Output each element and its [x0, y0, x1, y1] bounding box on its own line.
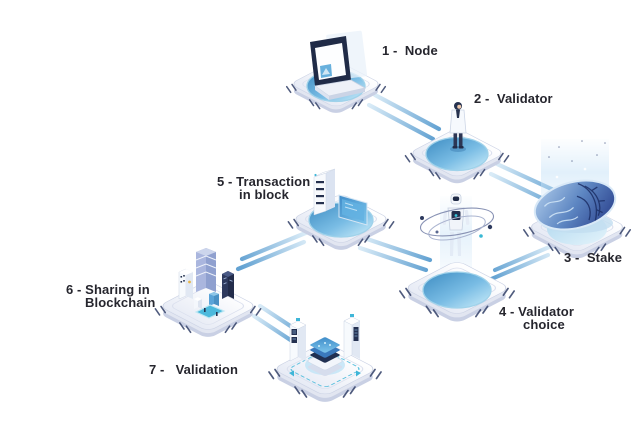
connection-5-6 [235, 229, 311, 272]
connections [235, 92, 561, 346]
node-1-node [285, 30, 387, 116]
laptop-icon [310, 30, 368, 100]
label-node: 1 - Node [382, 43, 438, 58]
connection-5-4 [357, 235, 433, 273]
node-5-transaction-in-block [287, 168, 395, 253]
connection-3-4 [486, 242, 557, 283]
brain-icon [533, 179, 617, 231]
label-stake: 3 - Stake [564, 250, 623, 265]
node-7-validation [268, 314, 382, 406]
node-4-validator-choice [399, 193, 515, 325]
person-icon [449, 102, 467, 152]
light-column [440, 196, 472, 282]
city-icon [178, 248, 234, 319]
orbit-rings [419, 207, 495, 241]
node-2-validator [404, 102, 510, 187]
connection-1-2 [366, 92, 442, 142]
node-6-sharing-in-blockchain [154, 248, 262, 340]
label-validation: 7 - Validation [149, 362, 239, 377]
servers-chip-icon [289, 314, 361, 376]
node-3-stake [522, 139, 632, 262]
server-screen-icon [313, 168, 368, 226]
label-validator: 2 - Validator [474, 91, 553, 106]
